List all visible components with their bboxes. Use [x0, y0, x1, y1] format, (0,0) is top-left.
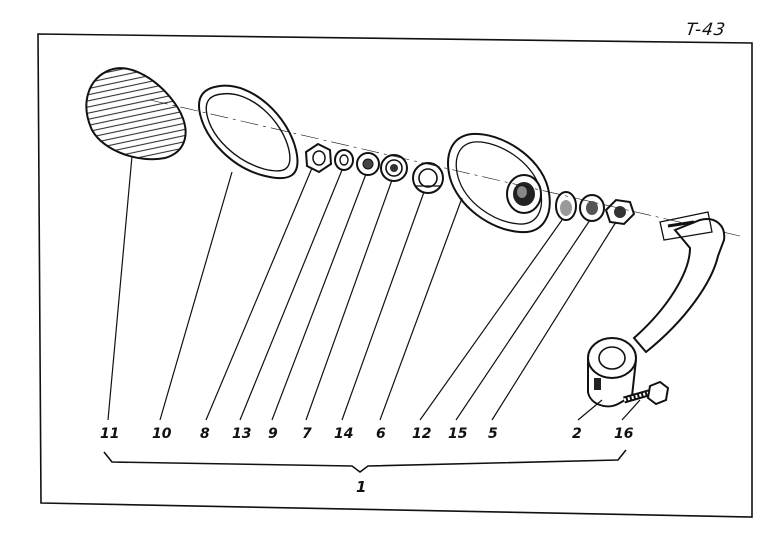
part-label: 11 — [100, 426, 119, 442]
part-2-pedal-arm — [587, 211, 726, 408]
part-9-washer — [356, 152, 380, 176]
part-label: 7 — [302, 426, 312, 442]
assembly-label: 1 — [356, 478, 366, 496]
part-8-nut — [304, 142, 333, 174]
part-11-rubber-pad — [85, 67, 187, 161]
assembly-axis — [149, 99, 741, 237]
part-5-nut — [604, 198, 636, 226]
part-label: 2 — [572, 426, 582, 442]
part-label: 5 — [488, 426, 498, 442]
part-label: 14 — [334, 426, 353, 442]
part-label: 10 — [152, 426, 172, 442]
part-label: 15 — [448, 426, 468, 442]
part-7-bushing — [380, 154, 408, 182]
part-12-spacer — [555, 191, 577, 221]
part-6-pedal-body — [447, 132, 551, 234]
part-label: 16 — [614, 426, 634, 442]
part-label: 9 — [268, 426, 278, 442]
part-10-pad-frame — [198, 84, 299, 180]
part-label: 13 — [232, 426, 251, 442]
drawing-frame — [37, 33, 753, 518]
part-label: 12 — [412, 426, 431, 442]
part-label: 8 — [200, 426, 210, 442]
part-16-clamp-bolt — [623, 380, 670, 406]
assembly-brace — [103, 449, 627, 473]
part-15-bushing — [579, 194, 605, 222]
leader-lines — [107, 155, 641, 421]
part-14-bushing — [412, 162, 444, 194]
part-labels: 11 10 8 13 9 7 14 6 12 15 5 2 16 — [100, 426, 634, 442]
part-label: 6 — [376, 426, 386, 442]
part-13-washer — [334, 149, 354, 171]
